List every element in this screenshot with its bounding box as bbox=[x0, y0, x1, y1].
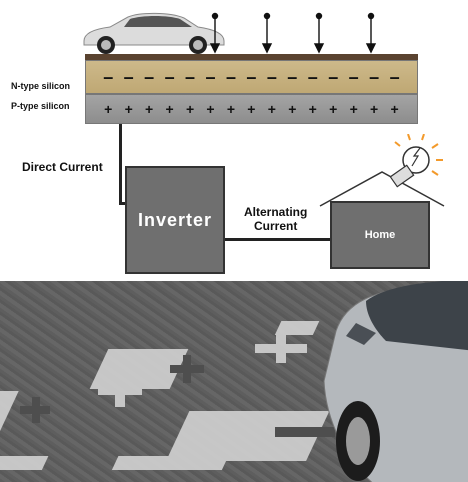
direct-current-label: Direct Current bbox=[22, 160, 103, 174]
alternating-current-line1: Alternating bbox=[244, 205, 308, 219]
house-roof bbox=[319, 171, 445, 207]
p-type-layer: + + + + + + + + + + + + + + + bbox=[85, 94, 418, 124]
road-surface bbox=[85, 54, 418, 60]
n-sign: – bbox=[307, 66, 318, 87]
n-sign: – bbox=[205, 66, 216, 87]
home-label: Home bbox=[364, 229, 396, 241]
n-sign: – bbox=[369, 66, 380, 87]
p-sign: + bbox=[329, 101, 338, 117]
light-bulb-icon bbox=[389, 134, 443, 188]
alternating-current-label: Alternating Current bbox=[244, 205, 307, 233]
p-sign: + bbox=[165, 101, 174, 117]
p-sign: + bbox=[145, 101, 154, 117]
dc-wire bbox=[119, 202, 127, 205]
p-sign: + bbox=[308, 101, 317, 117]
n-sign: – bbox=[287, 66, 298, 87]
n-sign: – bbox=[348, 66, 359, 87]
p-sign: + bbox=[247, 101, 256, 117]
p-sign: + bbox=[370, 101, 379, 117]
home-box: Home bbox=[330, 201, 430, 269]
n-type-label: N-type silicon bbox=[11, 81, 71, 91]
n-sign: – bbox=[144, 66, 155, 87]
p-sign: + bbox=[124, 101, 133, 117]
p-sign: + bbox=[226, 101, 236, 117]
sunlight-arrows bbox=[209, 12, 377, 54]
p-sign: + bbox=[390, 101, 399, 117]
top-car-icon bbox=[83, 12, 225, 54]
n-type-layer: – – – – – – – – – – – – – – – bbox=[85, 60, 418, 94]
dc-wire bbox=[119, 124, 122, 204]
n-sign: – bbox=[225, 66, 236, 87]
p-sign: + bbox=[206, 101, 215, 117]
n-sign: – bbox=[389, 66, 400, 87]
n-sign: – bbox=[164, 66, 175, 87]
p-sign: + bbox=[288, 101, 297, 117]
n-sign: – bbox=[123, 66, 134, 87]
ac-wire bbox=[225, 238, 331, 241]
p-sign: + bbox=[104, 101, 113, 117]
n-sign: – bbox=[185, 66, 196, 87]
p-sign: + bbox=[267, 101, 276, 117]
p-sign: + bbox=[349, 101, 358, 117]
p-sign: + bbox=[185, 101, 195, 117]
p-type-label: P-type silicon bbox=[11, 101, 70, 111]
street-car-icon bbox=[323, 281, 468, 482]
n-sign: – bbox=[246, 66, 257, 87]
alternating-current-line2: Current bbox=[254, 219, 298, 233]
n-sign: – bbox=[103, 66, 114, 87]
street-photo bbox=[0, 281, 468, 482]
inverter-box: Inverter bbox=[125, 166, 225, 274]
inverter-label: Inverter bbox=[137, 209, 213, 230]
n-sign: – bbox=[328, 66, 339, 87]
road-markings bbox=[0, 321, 335, 470]
n-sign: – bbox=[266, 66, 277, 87]
